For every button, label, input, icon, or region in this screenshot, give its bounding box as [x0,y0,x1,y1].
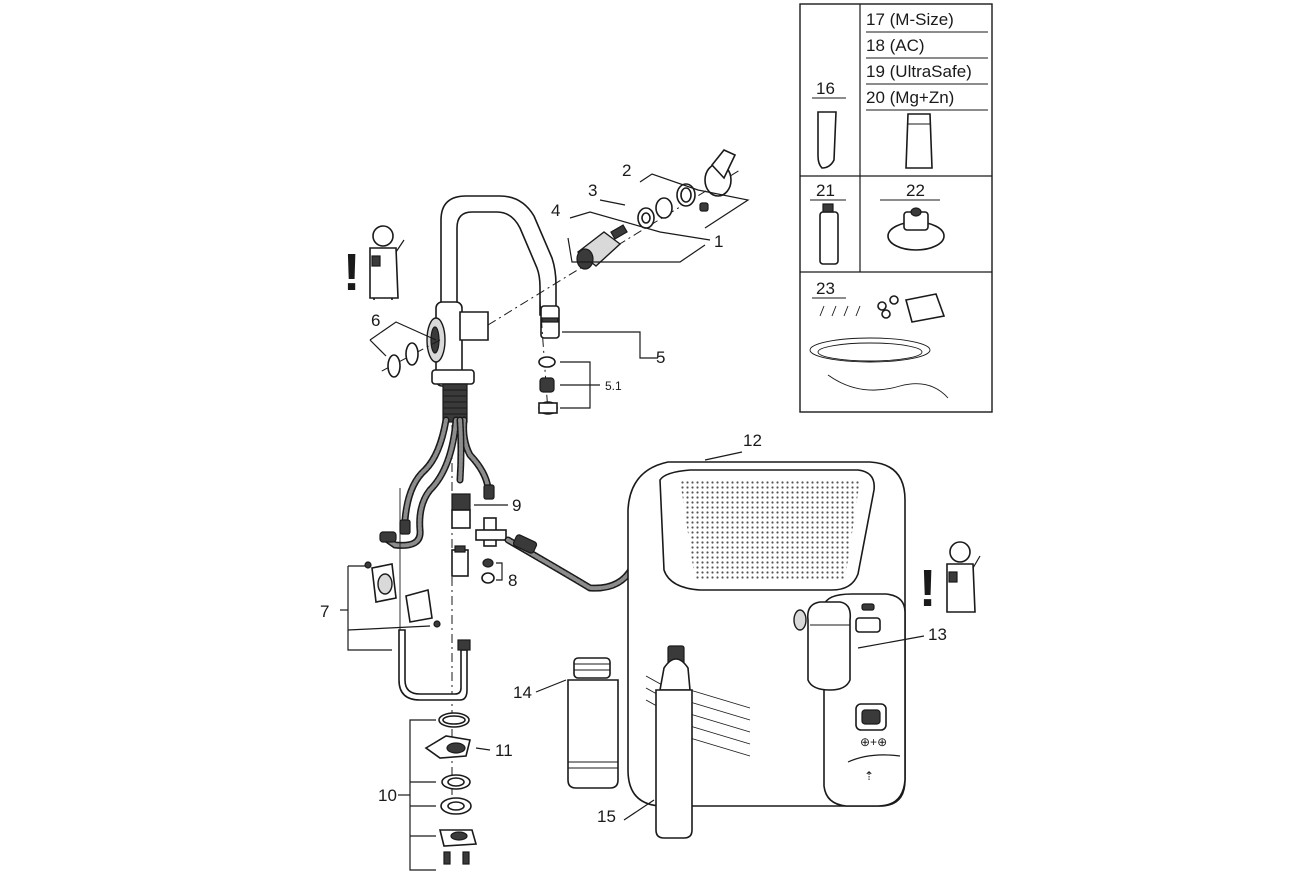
tap-body [426,195,560,423]
label-11: 11 [495,741,513,760]
label-7: 7 [320,602,329,621]
part-5-spray-parts [538,331,658,415]
part-number-labels: 1 2 3 4 5 5.1 6 7 8 9 10 11 12 13 14 15 [320,161,947,826]
table-label-19: 19 (UltraSafe) [866,62,972,81]
svg-text:⇡: ⇡ [864,769,874,783]
label-12: 12 [743,431,762,450]
table-label-17: 17 (M-Size) [866,10,954,29]
label-3: 3 [588,181,597,200]
table-label-18: 18 (AC) [866,36,925,55]
label-10: 10 [378,786,397,805]
label-4: 4 [551,201,560,220]
label-8: 8 [508,571,517,590]
installer-figure-icon: ! [919,541,981,618]
table-label-23: 23 [816,279,835,298]
label-5-1: 5.1 [605,379,622,393]
table-label-22: 22 [906,181,925,200]
filter-cartridge-14 [535,657,619,789]
label-15: 15 [597,807,616,826]
label-2: 2 [622,161,631,180]
table-label-20: 20 (Mg+Zn) [866,88,954,107]
parts-10-11-mounting-set [398,712,491,871]
svg-text:⊕+⊕: ⊕+⊕ [860,735,887,749]
table-label-16: 16 [816,79,835,98]
label-1: 1 [714,232,723,251]
label-14: 14 [513,683,532,702]
spare-parts-table-labels: 16 17 (M-Size) 18 (AC) 19 (UltraSafe) 20… [816,10,972,298]
main-unit: ⊕+⊕ ⇡ [627,451,925,807]
warning-exclamation-icon: ! [343,244,360,302]
label-6: 6 [371,311,380,330]
label-9: 9 [512,496,521,515]
part-6-o-rings [369,321,437,378]
warning-exclamation-icon: ! [919,560,936,618]
label-5: 5 [656,348,665,367]
co2-bottle-15 [623,645,693,839]
table-label-21: 21 [816,181,835,200]
cartridge-parts [567,149,750,270]
label-13: 13 [928,625,947,644]
installer-figure-icon: ! [343,225,405,302]
spare-parts-table [799,3,993,413]
supply-hoses [340,416,636,701]
